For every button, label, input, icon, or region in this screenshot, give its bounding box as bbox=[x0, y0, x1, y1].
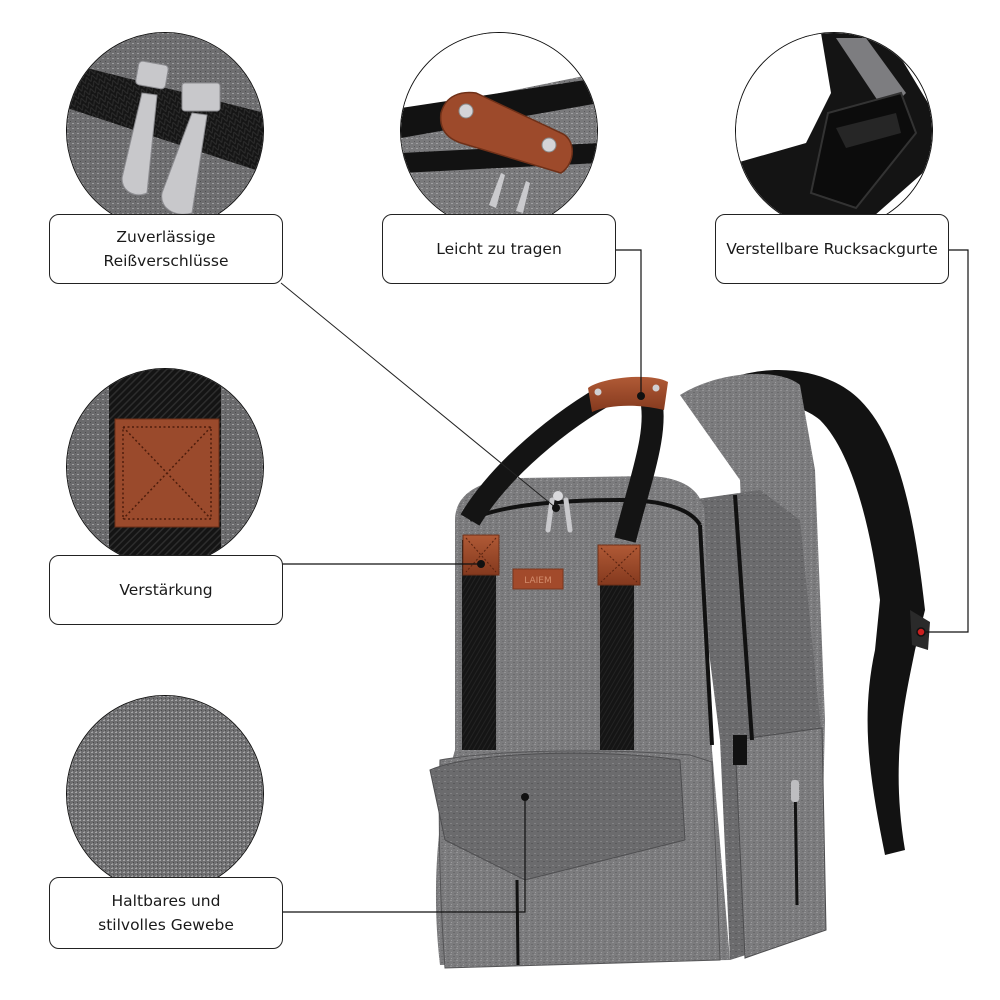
callout-label-fabric: Haltbares und stilvolles Gewebe bbox=[49, 877, 283, 949]
svg-text:LAIEM: LAIEM bbox=[524, 576, 551, 586]
reinforcement-closeup-inset bbox=[66, 368, 264, 566]
carry-handle-right bbox=[614, 391, 664, 543]
callout-text: Zuverlässige Reißverschlüsse bbox=[103, 227, 229, 270]
callout-text: Verstärkung bbox=[119, 580, 213, 599]
callout-text: Leicht zu tragen bbox=[436, 239, 562, 258]
handle-closeup-inset bbox=[400, 32, 598, 230]
callout-label-handle: Leicht zu tragen bbox=[382, 214, 616, 284]
callout-text-line2: stilvolles Gewebe bbox=[98, 916, 234, 934]
strap-buckle-closeup-inset bbox=[735, 32, 933, 230]
zipper-closeup-inset bbox=[66, 32, 264, 230]
shoulder-strap bbox=[690, 370, 925, 855]
fabric-closeup-inset bbox=[66, 695, 264, 893]
callout-label-zippers: Zuverlässige Reißverschlüsse bbox=[49, 214, 283, 284]
brand-patch bbox=[512, 568, 564, 590]
callout-label-straps: Verstellbare Rucksackgurte bbox=[715, 214, 949, 284]
callout-text: Verstellbare Rucksackgurte bbox=[726, 239, 938, 258]
callout-label-reinforcement: Verstärkung bbox=[49, 555, 283, 625]
callout-text-line1: Haltbares und bbox=[111, 891, 221, 910]
